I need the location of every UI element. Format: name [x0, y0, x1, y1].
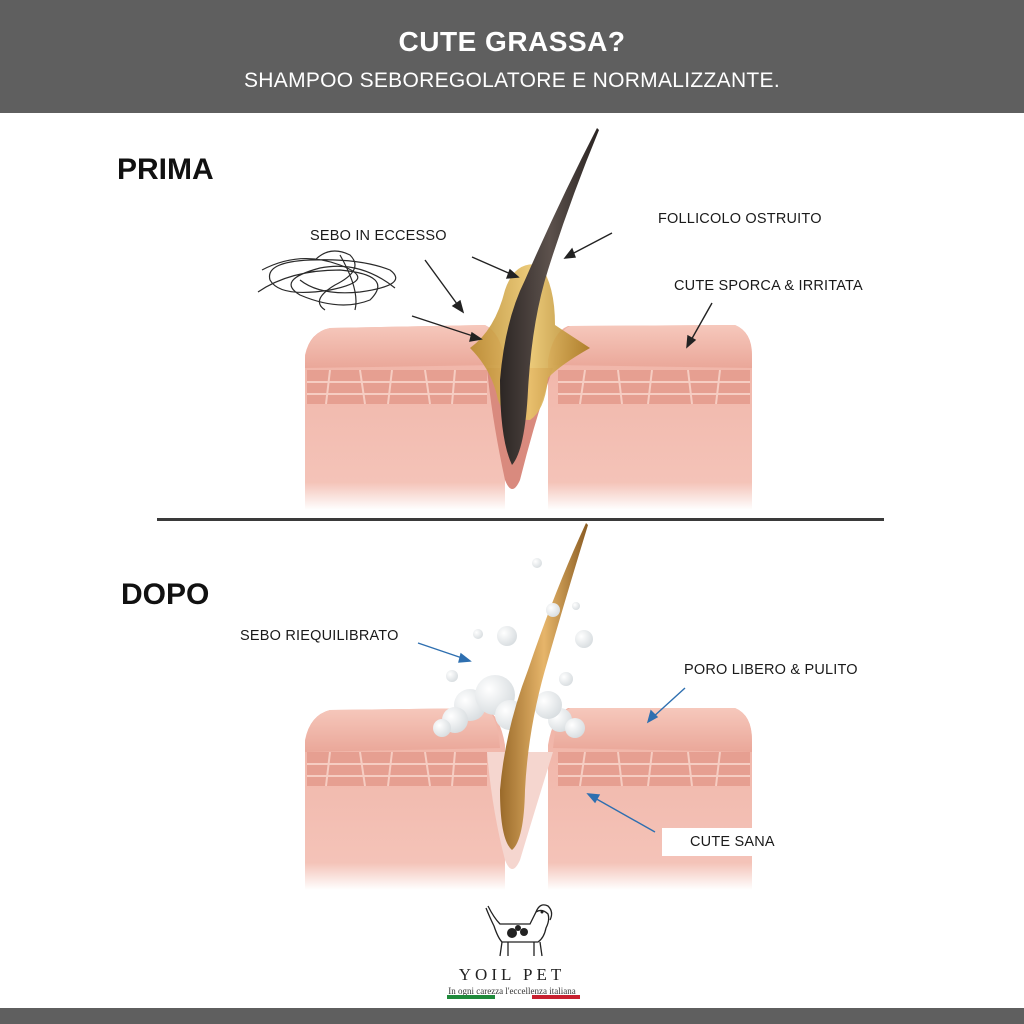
dirty-irritated-skin-label: CUTE SPORCA & IRRITATA	[674, 278, 863, 294]
brand-name: YOIL PET	[458, 965, 566, 984]
after-skin-illustration	[305, 523, 752, 890]
clogged-follicle-label: FOLLICOLO OSTRUITO	[658, 211, 822, 227]
before-section-label: PRIMA	[117, 153, 214, 186]
clean-pore-label: PORO LIBERO & PULITO	[684, 662, 858, 678]
after-section-label: DOPO	[121, 578, 210, 611]
before-skin-illustration	[257, 128, 752, 510]
brand-tagline: In ogni carezza l'eccellenza italiana	[448, 986, 576, 996]
page-subtitle: SHAMPOO SEBOREGOLATORE E NORMALIZZANTE.	[243, 69, 780, 92]
footer-bar	[0, 1008, 1024, 1024]
section-divider	[157, 518, 884, 521]
italian-flag-stripe-red	[532, 995, 580, 999]
page-title: CUTE GRASSA?	[398, 26, 626, 57]
header-banner: CUTE GRASSA? SHAMPOO SEBOREGOLATORE E NO…	[0, 0, 1024, 113]
healthy-skin-label: CUTE SANA	[662, 828, 801, 856]
rebalanced-sebum-label: SEBO RIEQUILIBRATO	[240, 628, 399, 644]
italian-flag-stripe-green	[447, 995, 495, 999]
dog-logo-icon	[485, 904, 553, 957]
brand-block: YOIL PET In ogni carezza l'eccellenza it…	[412, 965, 612, 996]
excess-sebum-label: SEBO IN ECCESSO	[310, 228, 447, 244]
